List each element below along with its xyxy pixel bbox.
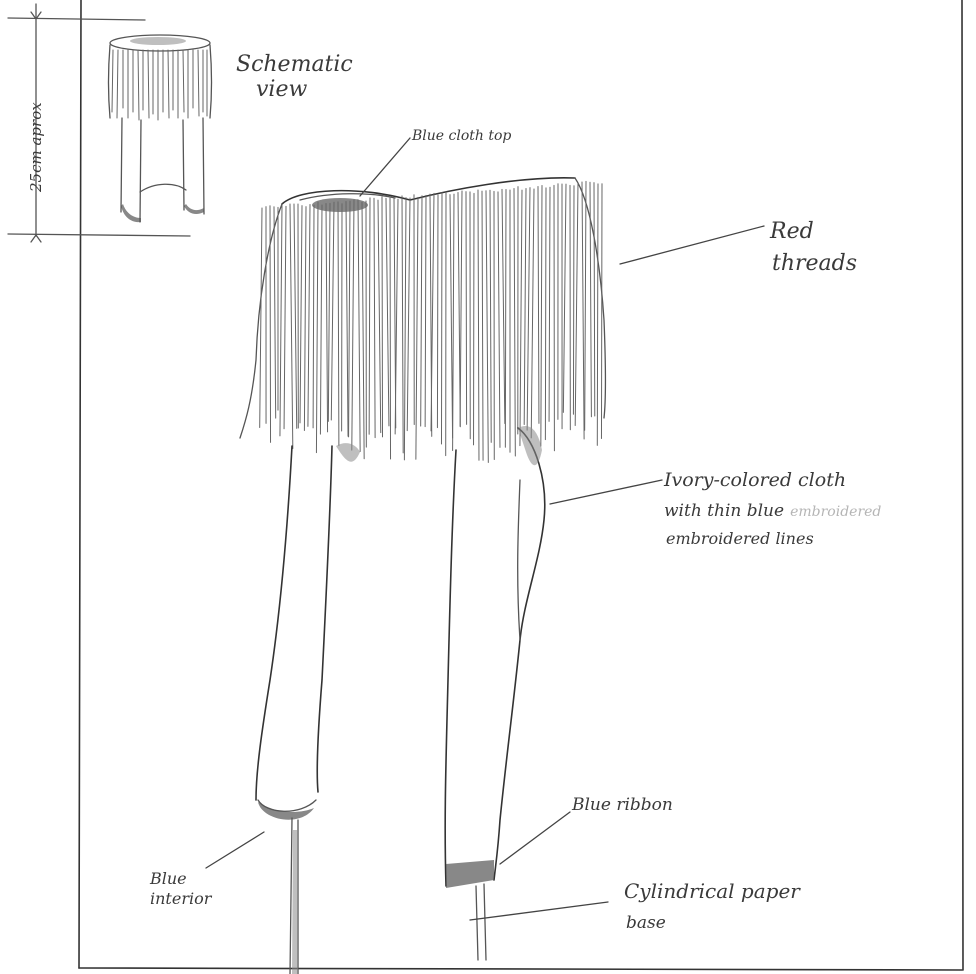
ivory-cloth-label-line3: embroidered lines (666, 529, 814, 548)
annotation-labels: Blue cloth top Red threads Ivory-colored… (149, 128, 881, 933)
fringe-thread (395, 199, 398, 434)
fringe-thread (331, 202, 334, 420)
fringe-thread (490, 190, 491, 442)
fringe-thread (549, 187, 550, 421)
fringe-thread (460, 191, 462, 426)
fringe-thread (431, 193, 434, 431)
ivory-cloth-label-line2-main: with thin blue (664, 501, 784, 521)
red-threads-fringe (260, 181, 602, 462)
fringe-thread (382, 197, 383, 437)
fringe-thread (478, 190, 479, 460)
fringe-thread (585, 181, 586, 430)
red-threads-label-line2: threads (772, 251, 857, 276)
fringe-thread (573, 186, 574, 415)
fringe-thread (502, 189, 505, 423)
fringe-thread (300, 206, 302, 423)
fringe-thread (274, 207, 276, 418)
fringe-thread (316, 202, 318, 453)
fringe-thread (441, 193, 442, 444)
fringe-thread (450, 195, 453, 438)
fringe-thread (531, 189, 534, 438)
fringe-thread (582, 182, 584, 439)
fringe-thread (320, 205, 322, 434)
schematic-fringe (112, 50, 207, 120)
fringe-thread (466, 192, 467, 425)
ivory-cloth-label-line1: Ivory-colored cloth (663, 469, 846, 491)
fringe-thread (520, 190, 522, 446)
blue-ribbon-label: Blue ribbon (571, 795, 673, 815)
fringe-thread (313, 205, 314, 428)
fringe-thread (597, 184, 598, 446)
fringe-thread (425, 195, 426, 426)
fringe-thread (386, 198, 389, 426)
fringe-thread (453, 194, 454, 450)
blue-cloth-top-shading (312, 198, 368, 212)
blue-ribbon-shading (446, 860, 494, 888)
fringe-thread (437, 195, 438, 428)
fringe-thread (349, 201, 350, 437)
fringe-thread (505, 190, 506, 448)
fringe-thread (538, 186, 539, 423)
fringe-thread (280, 205, 282, 435)
fringe-thread (498, 192, 500, 447)
fringe-thread (328, 203, 330, 421)
fringe-thread (594, 183, 595, 416)
fringe-thread (369, 198, 370, 434)
ivory-cloth-label-line2-faded: embroidered (790, 504, 881, 520)
fringe-thread (514, 189, 515, 457)
fringe-thread (524, 189, 526, 425)
fringe-thread (338, 202, 339, 446)
blue-interior-label-line2: interior (150, 889, 213, 908)
fringe-thread (575, 183, 578, 426)
fringe-thread (308, 205, 310, 427)
fringe-thread (402, 196, 403, 453)
fringe-thread (374, 198, 375, 437)
schematic-view: Schematic view (109, 35, 353, 222)
fringe-thread (527, 188, 530, 430)
fringe-thread (362, 202, 364, 459)
fringe-thread (404, 198, 406, 460)
dimension-label: 25cm aprox (27, 102, 45, 193)
fringe-thread (590, 182, 591, 416)
schematic-label-line1: Schematic (236, 52, 353, 77)
fringe-thread (482, 191, 483, 460)
fringe-thread (290, 204, 293, 448)
fringe-thread (346, 202, 348, 437)
fringe-thread (601, 184, 602, 439)
fringe-thread (358, 200, 360, 452)
fringe-thread (545, 188, 546, 440)
blue-cloth-top-label: Blue cloth top (411, 128, 511, 144)
fringe-thread (416, 197, 418, 459)
fringe-thread (260, 208, 262, 428)
cylindrical-base-label-line2: base (626, 913, 666, 933)
fringe-thread (563, 184, 566, 412)
ivory-cloth-label-line2: with thin blue embroidered (664, 501, 881, 521)
fringe-thread (304, 207, 306, 431)
fringe-thread (407, 198, 410, 431)
fringe-thread (541, 186, 542, 447)
fringe-thread (421, 196, 422, 426)
fringe-thread (284, 206, 286, 428)
blue-interior-label-line1: Blue (149, 869, 187, 888)
fringe-thread (486, 191, 488, 463)
fringe-thread (294, 204, 297, 428)
fringe-thread (270, 206, 271, 443)
fringe-thread (352, 200, 354, 450)
cylindrical-base-label-line1: Cylindrical paper (624, 879, 801, 903)
schematic-label-line2: view (256, 77, 307, 102)
fringe-thread (326, 204, 328, 432)
main-object-drawing (240, 178, 606, 974)
fringe-thread (390, 198, 391, 459)
red-threads-label-line1: Red (769, 219, 814, 244)
fringe-thread (378, 200, 381, 433)
